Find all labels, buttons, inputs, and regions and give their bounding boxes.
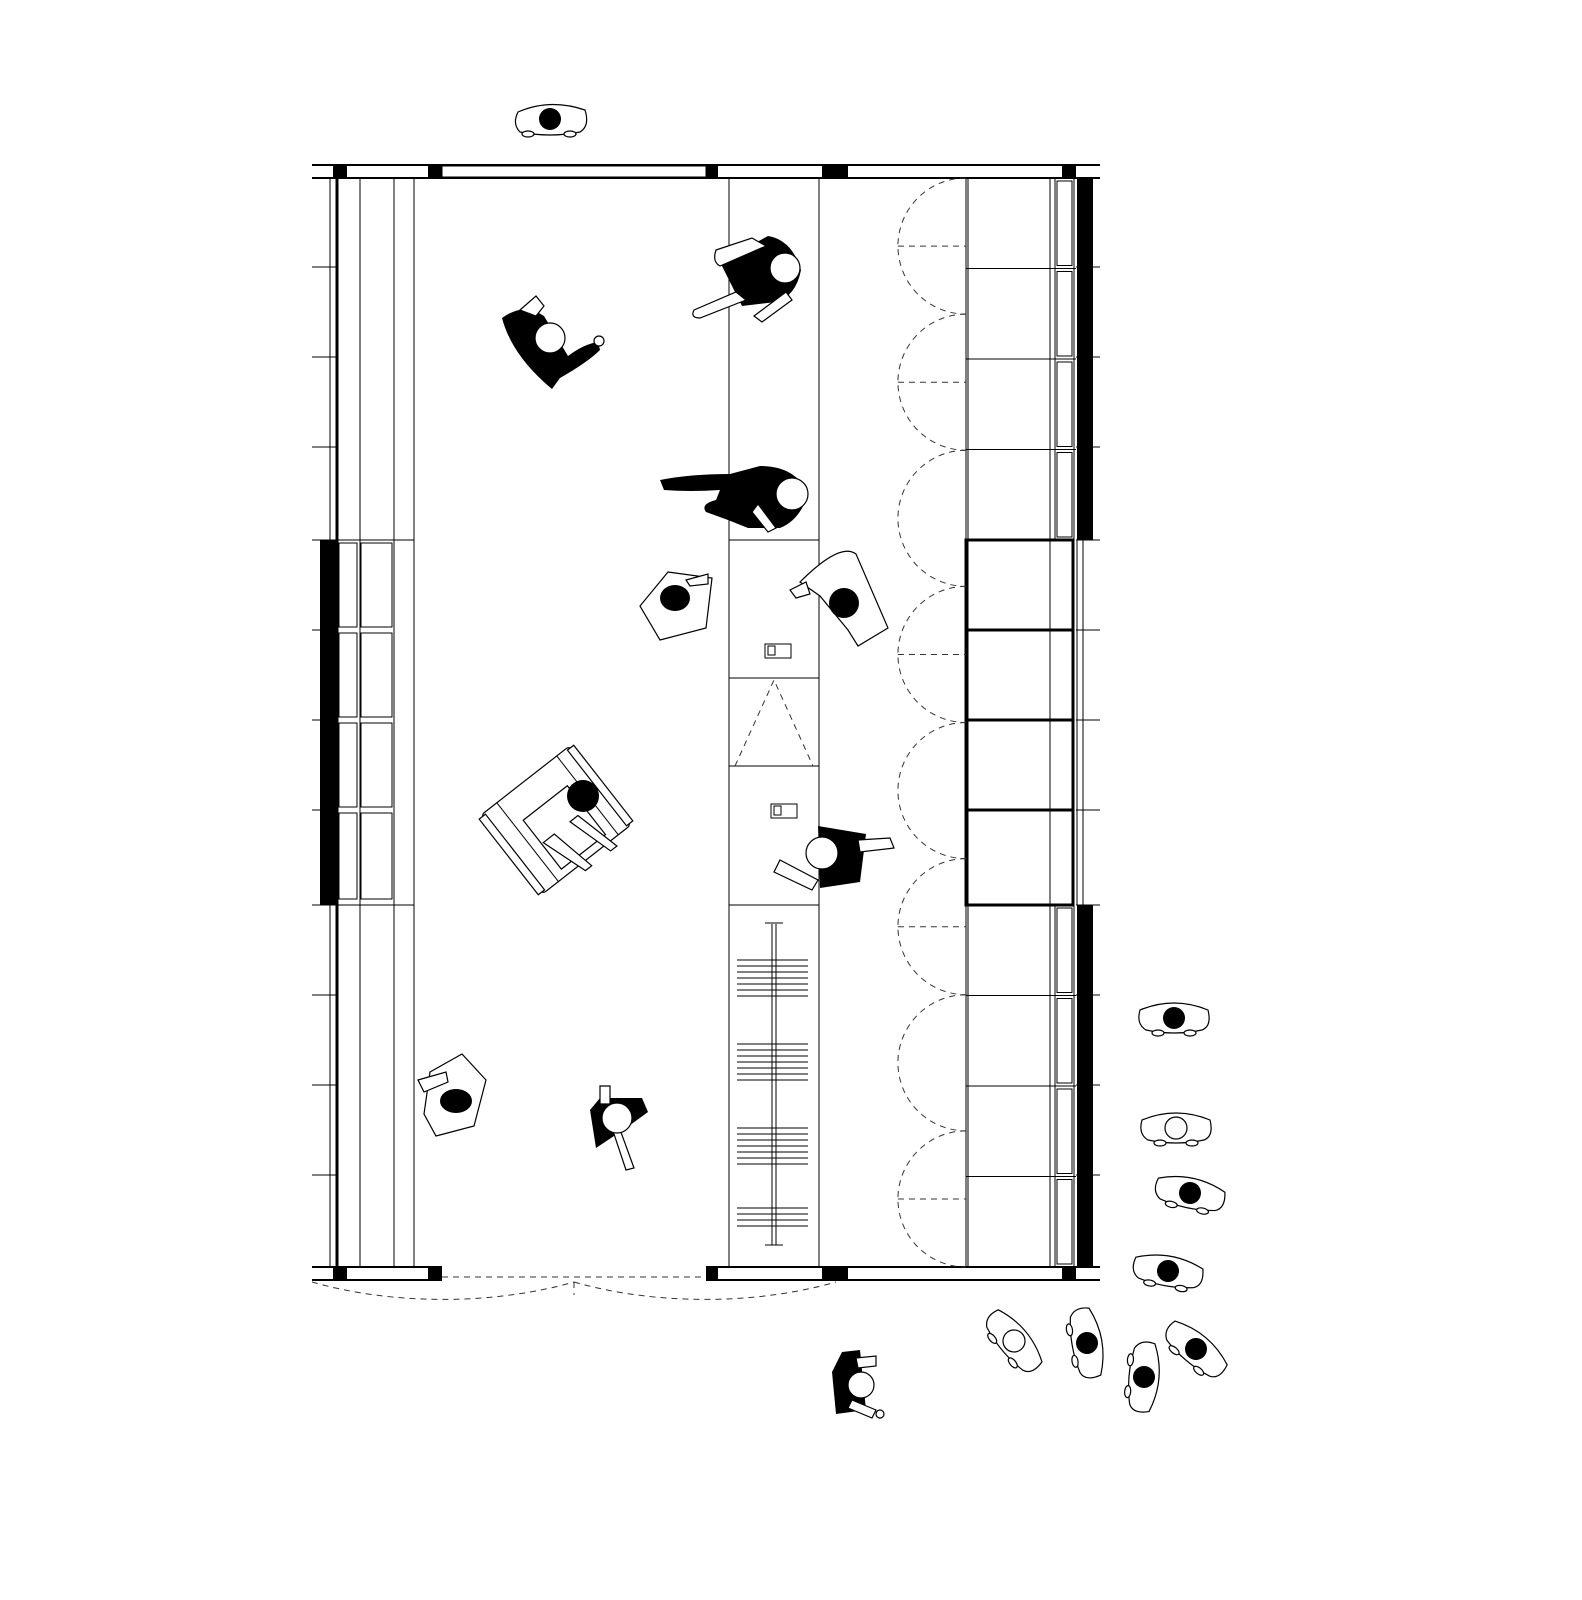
door-swing-arc	[897, 449, 967, 587]
window-panel	[1056, 361, 1073, 447]
central-partition	[728, 178, 820, 1267]
person-walking-3	[590, 1085, 648, 1171]
ladder-stair	[737, 922, 808, 1246]
folding-door-swings	[897, 177, 967, 1268]
person-walking-1	[692, 236, 801, 323]
left-wall-panels	[337, 178, 415, 1267]
door-swing-arc	[897, 722, 967, 860]
seated-person-outside	[1140, 1112, 1212, 1147]
double-swing-door-bottom	[311, 1281, 837, 1300]
window-panel	[1056, 1179, 1073, 1265]
door-swing-arc	[897, 313, 967, 451]
window-panel	[1056, 452, 1073, 538]
seated-person-outside	[1132, 1254, 1204, 1293]
person-with-cane	[502, 295, 605, 389]
seated-person-outside	[985, 1309, 1043, 1373]
person-with-cane-outside	[832, 1350, 885, 1419]
wheelchair-user	[478, 744, 634, 896]
right-window-bank	[964, 178, 1076, 1267]
person-seated-1	[639, 571, 713, 641]
door-swing-arc	[897, 858, 967, 996]
window-panel	[1056, 1088, 1073, 1174]
door-swing-arc	[897, 585, 967, 723]
person-seated-top	[514, 103, 588, 138]
person-seated-2	[789, 550, 889, 647]
window-panel	[1056, 907, 1073, 993]
door-swing-arc	[897, 177, 967, 315]
outside-seated-group	[985, 1002, 1228, 1413]
seated-person-outside	[1154, 1175, 1226, 1215]
person-seated-3	[773, 826, 895, 891]
person-seated-4	[417, 1053, 487, 1137]
door-label: double-swing-door-bottom	[0, 0, 12, 1]
seated-person-outside	[1138, 1002, 1210, 1037]
window-panel	[1056, 271, 1073, 357]
door-swing-arc	[897, 994, 967, 1132]
door-swing-arc	[897, 1130, 967, 1268]
seated-person-outside	[1065, 1307, 1104, 1379]
seated-person-outside	[1124, 1341, 1160, 1413]
people	[417, 103, 1228, 1419]
person-walking-2	[660, 466, 809, 533]
seated-person-outside	[1165, 1320, 1228, 1378]
window-panel	[1056, 180, 1073, 266]
exterior-walls	[312, 164, 1100, 1281]
window-panel	[1056, 998, 1073, 1084]
